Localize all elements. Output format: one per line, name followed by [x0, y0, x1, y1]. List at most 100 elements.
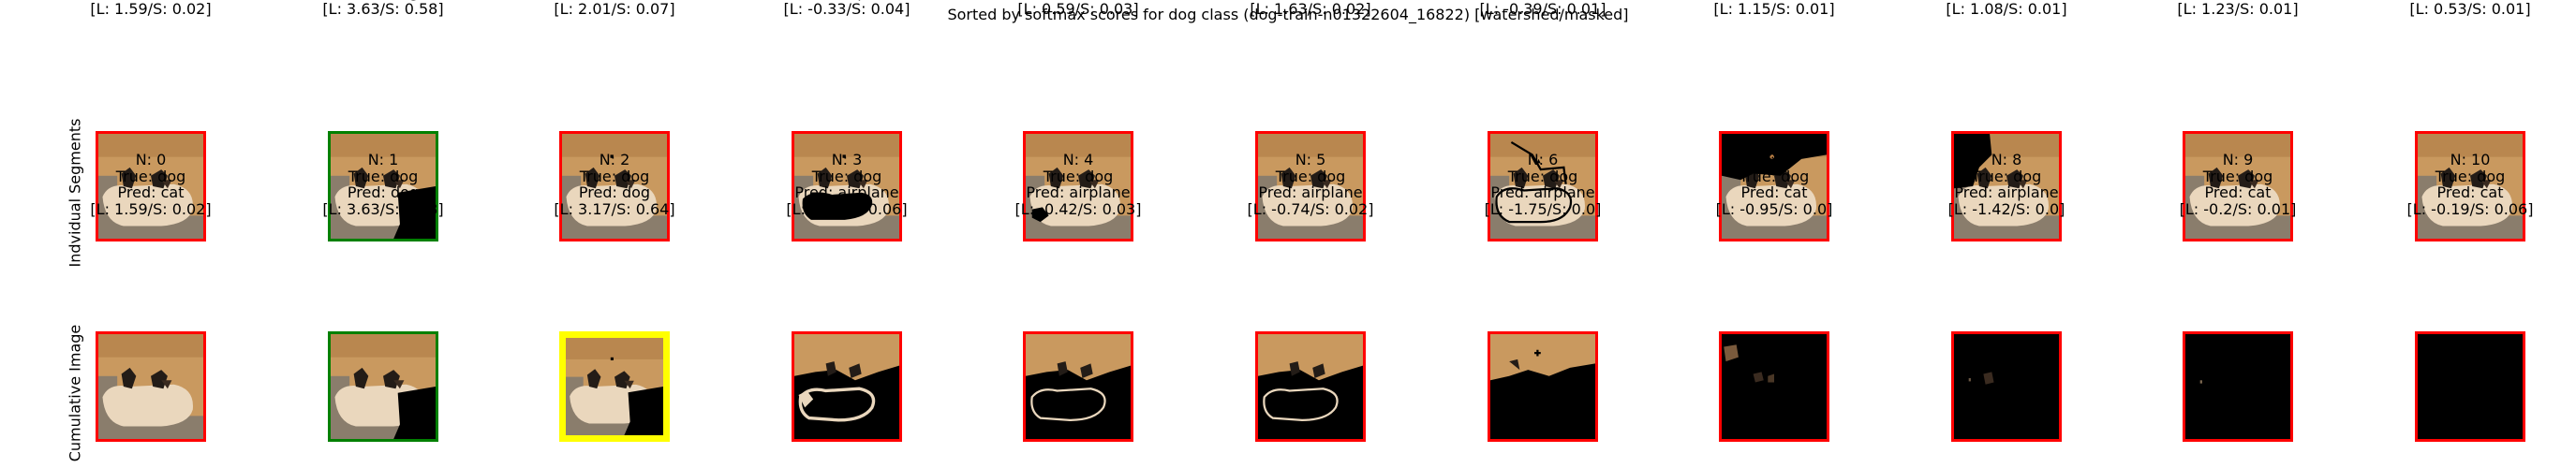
predicted-class-label: Pred: dog	[272, 0, 495, 1]
predicted-class-label: Pred: cat	[967, 0, 1190, 1]
logit-softmax-label: [L: -0.19/S: 0.06]	[2406, 199, 2534, 218]
logit-softmax-label: [L: -0.39/S: 0.01]	[1479, 0, 1606, 18]
segment-thumbnail	[794, 134, 899, 239]
panel-index-label: N: 2	[599, 151, 630, 168]
segment-thumbnail	[1258, 334, 1363, 439]
predicted-class-label: Pred: airplane	[1258, 183, 1363, 201]
segment-image	[2183, 131, 2293, 241]
segment-image	[792, 331, 902, 442]
segment-thumbnail	[1026, 134, 1131, 239]
row-label-cumulative-image: Cumulative Image	[66, 324, 84, 462]
panel-index-label: N: 3	[831, 151, 863, 168]
logit-softmax-label: [L: 1.59/S: 0.02]	[90, 199, 212, 218]
logit-softmax-label: [L: 1.63/S: 0.02]	[1250, 0, 1371, 18]
logit-softmax-label: [L: -0.74/S: 0.02]	[1247, 199, 1374, 218]
segment-image	[1488, 131, 1598, 241]
panel-index-label: N: 5	[1295, 151, 1326, 168]
true-class-label: True: dog	[1739, 167, 1810, 185]
segment-thumbnail	[2185, 334, 2290, 439]
predicted-class-label: Pred: cat	[2204, 183, 2272, 201]
predicted-class-label: Pred: airplane	[735, 0, 958, 1]
segment-image	[1023, 131, 1133, 241]
predicted-class-label: Pred: cat	[117, 183, 185, 201]
predicted-class-label: Pred: cat	[1431, 0, 1654, 1]
logit-softmax-label: [L: 3.63/S: 0.58]	[322, 199, 444, 218]
predicted-class-label: Pred: cat	[1199, 0, 1422, 1]
logit-softmax-label: [L: 3.63/S: 0.58]	[322, 0, 444, 18]
logit-softmax-label: [L: 3.17/S: 0.64]	[554, 199, 675, 218]
segment-image	[1951, 331, 2062, 442]
panel-index-label: N: 8	[1991, 151, 2022, 168]
segment-thumbnail	[1954, 334, 2059, 439]
predicted-class-label: Pred: cat	[1740, 183, 1808, 201]
logit-softmax-label: [L: -0.33/S: 0.04]	[783, 0, 910, 18]
segment-image	[1255, 331, 1366, 442]
panel-index-label: N: 10	[2450, 151, 2491, 168]
true-class-label: True: dog	[115, 167, 186, 185]
segment-image	[96, 331, 206, 442]
predicted-class-label: Pred: cat	[503, 0, 726, 1]
logit-softmax-label: [L: -0.2/S: 0.01]	[2179, 199, 2297, 218]
true-class-label: True: dog	[2202, 167, 2273, 185]
panel-index-label: N: 1	[367, 151, 399, 168]
segment-image	[2415, 331, 2525, 442]
segment-thumbnail	[566, 338, 663, 435]
true-class-label: True: dog	[1043, 167, 1114, 185]
predicted-class-label: Pred: cat	[1895, 0, 2118, 1]
segment-thumbnail	[1490, 134, 1595, 239]
predicted-class-label: Pred: cat	[2436, 183, 2504, 201]
predicted-class-label: Pred: airplane	[1026, 183, 1131, 201]
segment-thumbnail	[1026, 334, 1131, 439]
segment-image	[1951, 131, 2062, 241]
predicted-class-label: Pred: cat	[1663, 0, 1886, 1]
segment-thumbnail	[1258, 134, 1363, 239]
segment-thumbnail	[794, 334, 899, 439]
panel-index-label: N: 6	[1527, 151, 1559, 168]
logit-softmax-label: [L: 0.53/S: 0.01]	[2409, 0, 2531, 18]
true-class-label: True: dog	[2435, 167, 2506, 185]
segment-thumbnail	[1722, 334, 1827, 439]
segment-thumbnail	[2185, 134, 2290, 239]
panel-index-label: N: 9	[2222, 151, 2254, 168]
predicted-class-label: Pred: airplane	[1954, 183, 2059, 201]
logit-softmax-label: [L: 1.23/S: 0.01]	[2177, 0, 2299, 18]
segment-image	[328, 131, 438, 241]
true-class-label: True: dog	[348, 167, 419, 185]
segment-image	[2415, 131, 2525, 241]
true-class-label: True: dog	[1971, 167, 2042, 185]
segment-image	[1488, 331, 1598, 442]
segment-thumbnail	[2418, 334, 2523, 439]
segment-image	[559, 131, 670, 241]
predicted-class-label: Pred: cat	[2359, 0, 2576, 1]
segment-image	[1719, 131, 1829, 241]
panel-index-label: N: 4	[1062, 151, 1094, 168]
segment-thumbnail	[331, 134, 436, 239]
logit-softmax-label: [L: 1.08/S: 0.01]	[1946, 0, 2067, 18]
predicted-class-label: Pred: dog	[347, 183, 420, 201]
segment-image	[1023, 331, 1133, 442]
true-class-label: True: dog	[811, 167, 882, 185]
segment-thumbnail	[562, 134, 667, 239]
true-class-label: True: dog	[1275, 167, 1346, 185]
predicted-class-label: Pred: airplane	[1490, 183, 1595, 201]
predicted-class-label: Pred: airplane	[794, 183, 899, 201]
